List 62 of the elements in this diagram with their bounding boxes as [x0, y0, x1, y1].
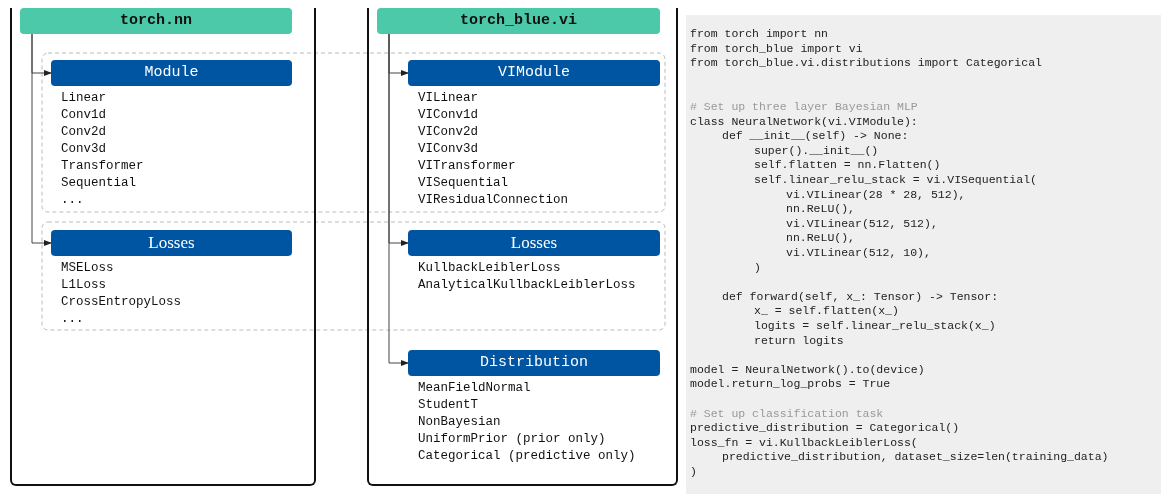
class-name: Linear — [61, 91, 106, 106]
class-name: CrossEntropyLoss — [61, 295, 182, 310]
class-name: UniformPrior (prior only) — [418, 432, 606, 447]
section-header: Losses — [51, 230, 292, 256]
package-header: torch.nn — [20, 8, 292, 34]
class-name: ... — [61, 193, 84, 208]
code-line: predictive_distribution = Categorical() — [690, 421, 960, 436]
section-header: Distribution — [408, 350, 660, 376]
class-name: L1Loss — [61, 278, 106, 293]
code-line: model = NeuralNetwork().to(device) — [690, 362, 925, 377]
code-line: model.return_log_probs = True — [690, 377, 891, 392]
code-comment: # Set up classification task — [690, 406, 884, 421]
class-name: VIConv2d — [418, 125, 478, 140]
code-line: def forward(self, x_: Tensor) -> Tensor: — [722, 289, 999, 304]
code-line: self.linear_relu_stack = vi.VISequential( — [754, 173, 1037, 187]
class-name: MeanFieldNormal — [418, 381, 531, 396]
class-name: VISequential — [418, 176, 508, 191]
class-name: NonBayesian — [418, 415, 501, 430]
code-line: ) — [690, 465, 697, 479]
code-line: nn.ReLU(), — [786, 202, 855, 217]
class-name: VITransformer — [418, 159, 516, 174]
code-line: loss_fn = vi.KullbackLeiblerLoss( — [690, 435, 918, 450]
class-name: Conv1d — [61, 108, 106, 123]
section-header: Module — [51, 60, 292, 86]
section-header: VIModule — [408, 60, 660, 86]
class-name: AnalyticalKullbackLeiblerLoss — [418, 278, 636, 293]
code-line: from torch import nn — [690, 27, 829, 41]
code-line: vi.VILinear(512, 512), — [786, 216, 938, 231]
arrow — [31, 33, 52, 246]
code-line: x_ = self.flatten(x_) — [754, 304, 899, 319]
class-name: StudentT — [418, 398, 478, 413]
code-comment: # Set up three layer Bayesian MLP — [690, 100, 918, 114]
class-name: Conv2d — [61, 125, 106, 140]
code-line: ) — [754, 260, 761, 275]
class-name: MSELoss — [61, 261, 114, 276]
code-line: from torch_blue import vi — [690, 41, 863, 56]
code-line: return logits — [754, 333, 844, 348]
class-name: Transformer — [61, 159, 144, 174]
code-line: def __init__(self) -> None: — [722, 129, 909, 144]
code-line: vi.VILinear(512, 10), — [786, 246, 931, 260]
code-line: super().__init__() — [754, 143, 879, 158]
section-header: Losses — [408, 230, 660, 256]
code-line: from torch_blue.vi.distributions import Categorical — [690, 56, 1042, 71]
code-line: self.flatten = nn.Flatten() — [754, 158, 941, 173]
code-line: class NeuralNetwork(vi.VIModule): — [690, 114, 918, 129]
package-panel — [10, 8, 316, 486]
package-header: torch_blue.vi — [377, 8, 660, 34]
class-name: Conv3d — [61, 142, 106, 157]
code-line: nn.ReLU(), — [786, 231, 855, 246]
class-name: VILinear — [418, 91, 478, 106]
code-line: predictive_distribution, dataset_size=len(training_data) — [722, 450, 1109, 465]
arrow — [388, 33, 409, 366]
class-name: Categorical (predictive only) — [418, 449, 636, 464]
class-name: VIConv1d — [418, 108, 478, 123]
code-line: logits = self.linear_relu_stack(x_) — [754, 319, 996, 333]
class-name: KullbackLeiblerLoss — [418, 261, 561, 276]
code-line: vi.VILinear(28 * 28, 512), — [786, 187, 966, 202]
package-panel — [367, 8, 678, 486]
class-name: VIConv3d — [418, 142, 478, 157]
class-name: Sequential — [61, 176, 136, 191]
class-name: VIResidualConnection — [418, 193, 569, 208]
class-name: ... — [61, 312, 84, 327]
